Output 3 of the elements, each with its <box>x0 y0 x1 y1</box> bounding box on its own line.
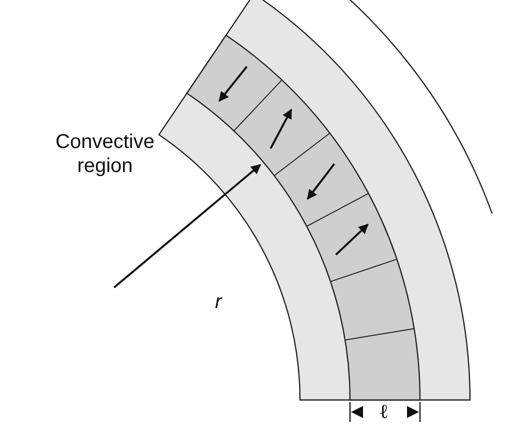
region-label: Convective region <box>54 130 156 178</box>
length-label: ℓ <box>379 399 389 423</box>
radius-label: r <box>215 290 222 314</box>
